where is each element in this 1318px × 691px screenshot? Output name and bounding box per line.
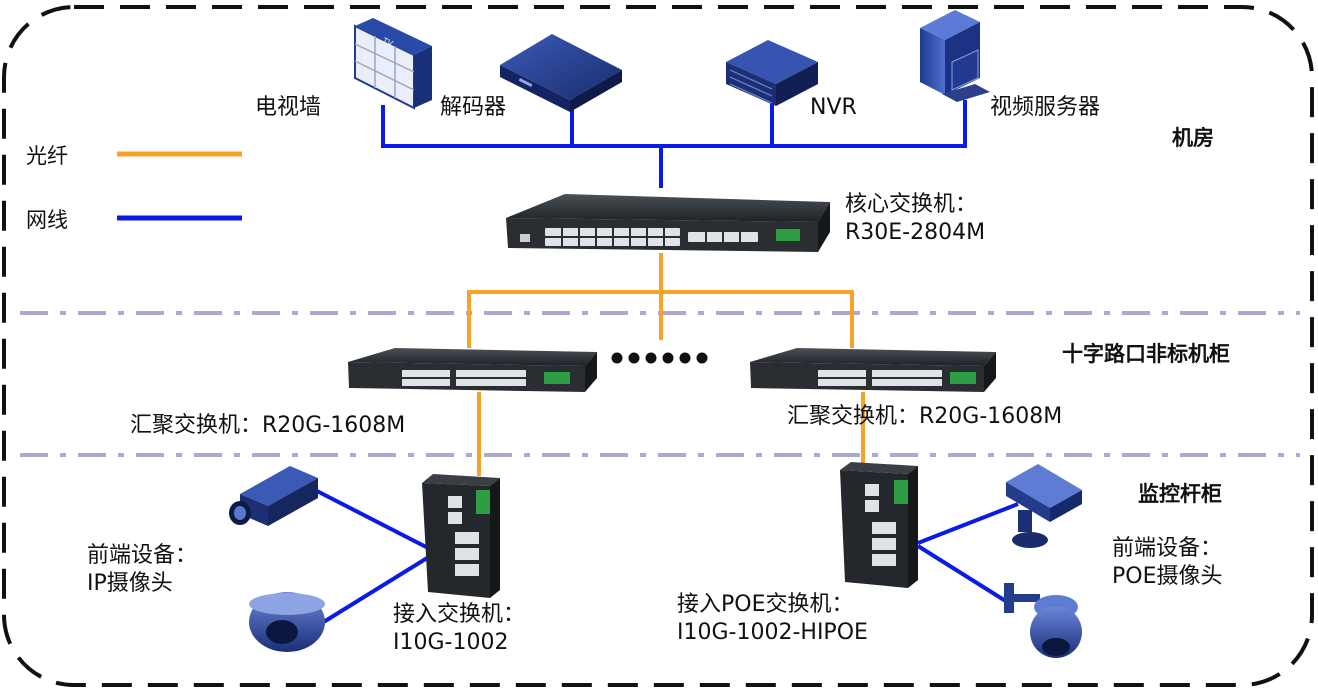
access-switch-left-label-model: I10G-1002 <box>393 630 509 655</box>
access-switch-right-icon <box>840 462 918 588</box>
core-switch-label-model: R30E-2804M <box>845 220 986 245</box>
nvr-label: NVR <box>810 95 857 120</box>
more-switches-ellipsis <box>611 352 708 364</box>
bullet-camera-icon <box>1006 464 1082 548</box>
front-left-label-title: 前端设备： <box>87 543 198 568</box>
outer-boundary <box>2 5 1314 687</box>
speed-dome-camera-icon <box>1004 583 1082 658</box>
fiber-links <box>467 253 865 476</box>
tv-wall-icon: TV <box>354 18 432 110</box>
access-switch-right-label-title: 接入POE交换机： <box>677 592 854 617</box>
server-tower-icon <box>920 10 990 102</box>
zone-intersection-cabinet: 十字路口非标机柜 <box>1062 342 1230 366</box>
agg-switch-left-icon <box>348 348 597 392</box>
agg-switch-right-label: 汇聚交换机：R20G-1608M <box>787 404 1063 429</box>
box-camera-icon <box>229 466 318 526</box>
access-switch-right-label-model: I10G-1002-HIPOE <box>677 620 868 645</box>
decoder-icon <box>500 34 622 112</box>
zone-machine-room: 机房 <box>1172 126 1214 150</box>
tv-wall-label: 电视墙 <box>255 95 322 120</box>
front-right-label-type: POE摄像头 <box>1112 564 1223 589</box>
legend-fiber-label: 光纤 <box>26 144 68 168</box>
decoder-label: 解码器 <box>440 95 507 120</box>
ethernet-links <box>314 100 1019 625</box>
front-right-label-title: 前端设备： <box>1112 536 1223 561</box>
nvr-icon <box>726 40 818 106</box>
agg-switch-right-icon <box>750 348 996 392</box>
access-switch-left-icon <box>422 474 500 598</box>
access-switch-left-label-title: 接入交换机： <box>393 602 526 627</box>
zone-pole-cabinet: 监控杆柜 <box>1138 482 1222 506</box>
core-switch-icon <box>506 194 830 252</box>
core-switch-label-title: 核心交换机： <box>845 192 978 217</box>
front-left-label-type: IP摄像头 <box>87 571 173 596</box>
legend-ethernet-label: 网线 <box>26 208 68 232</box>
tv-wall-screen-text: TV <box>381 36 395 49</box>
dome-camera-icon <box>249 592 325 652</box>
agg-switch-left-label: 汇聚交换机：R20G-1608M <box>130 413 406 438</box>
video-server-label: 视频服务器 <box>990 95 1101 120</box>
